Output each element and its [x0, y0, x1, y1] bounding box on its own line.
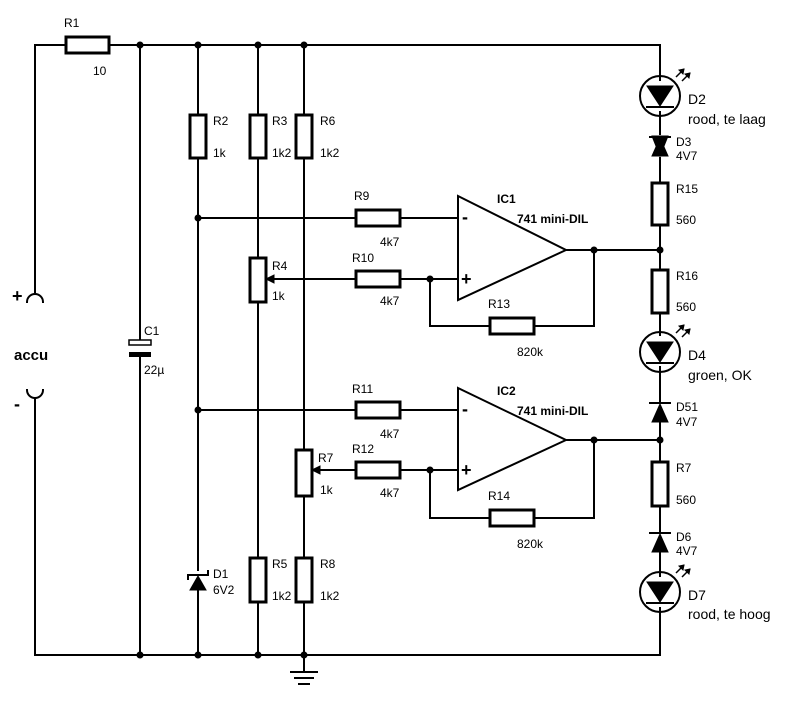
- resistor-r3: R3 1k2: [248, 113, 292, 160]
- d7-name: D7: [688, 587, 706, 603]
- r3-name: R3: [272, 114, 288, 128]
- r7-right-value: 560: [676, 493, 696, 507]
- c1-name: C1: [144, 324, 160, 338]
- d51-value: 4V7: [676, 415, 698, 429]
- resistor-r11: R11 4k7: [352, 382, 402, 441]
- led-d2: D2 rood, te laag: [639, 68, 766, 127]
- r1-value: 10: [93, 64, 107, 78]
- resistor-r12: R12 4k7: [352, 442, 402, 500]
- r2-value: 1k: [213, 146, 227, 160]
- ic2-type: 741 mini-DIL: [517, 404, 588, 418]
- d7-desc: rood, te hoog: [688, 606, 771, 622]
- ic2-minus: -: [462, 399, 468, 419]
- r13-name: R13: [488, 297, 510, 311]
- d2-name: D2: [688, 91, 706, 107]
- battery-label: accu: [14, 347, 48, 364]
- resistor-r6: R6 1k2: [294, 113, 340, 160]
- resistor-r16: R16 560: [650, 268, 698, 315]
- d6-name: D6: [676, 530, 692, 544]
- d4-desc: groen, OK: [688, 367, 752, 383]
- battery-minus-sign: -: [14, 394, 20, 414]
- r7-right-name: R7: [676, 461, 692, 475]
- r10-value: 4k7: [380, 294, 400, 308]
- battery-plus-sign: +: [12, 286, 23, 306]
- r7-pot-name: R7: [318, 451, 334, 465]
- c1-value: 22µ: [144, 363, 164, 377]
- r2-name: R2: [213, 114, 229, 128]
- resistor-r1: R1 10: [64, 16, 111, 78]
- zener-d3: D3 4V7: [649, 135, 698, 163]
- r8-name: R8: [320, 557, 336, 571]
- r4-name: R4: [272, 259, 288, 273]
- resistor-r7-right: R7 560: [650, 460, 696, 508]
- ground-symbol: [290, 671, 318, 685]
- r1-name: R1: [64, 16, 80, 30]
- resistor-r9: R9 4k7: [354, 189, 402, 249]
- r16-value: 560: [676, 300, 696, 314]
- r14-name: R14: [488, 489, 510, 503]
- r3-value: 1k2: [272, 146, 292, 160]
- d51-name: D51: [676, 400, 698, 414]
- r5-value: 1k2: [272, 589, 292, 603]
- r6-name: R6: [320, 114, 336, 128]
- r10-name: R10: [352, 251, 374, 265]
- battery-minus-terminal: [25, 388, 45, 399]
- d3-name: D3: [676, 135, 692, 149]
- r6-value: 1k2: [320, 146, 340, 160]
- battery: + - accu: [12, 286, 48, 414]
- d3-value: 4V7: [676, 149, 698, 163]
- resistor-r15: R15 560: [650, 181, 698, 227]
- zener-d51: D51 4V7: [649, 400, 698, 429]
- resistor-r14: R14 820k: [488, 489, 544, 551]
- r16-name: R16: [676, 269, 698, 283]
- potentiometer-r7: R7 1k: [294, 448, 334, 498]
- resistor-r13: R13 820k: [488, 297, 544, 359]
- ic2-name: IC2: [497, 384, 516, 398]
- ic1-plus: +: [461, 269, 472, 289]
- ic1-type: 741 mini-DIL: [517, 212, 588, 226]
- r4-value: 1k: [272, 289, 286, 303]
- opamp-ic2: - + IC2 741 mini-DIL: [457, 384, 588, 492]
- r7-pot-value: 1k: [320, 483, 334, 497]
- r5-name: R5: [272, 557, 288, 571]
- resistor-r8: R8 1k2: [294, 556, 340, 604]
- ic1-minus: -: [462, 207, 468, 227]
- d1-value: 6V2: [213, 583, 235, 597]
- r15-value: 560: [676, 213, 696, 227]
- r8-value: 1k2: [320, 589, 340, 603]
- wires: [34, 44, 661, 672]
- led-d7: D7 rood, te hoog: [639, 564, 771, 622]
- battery-plus-terminal: [25, 293, 45, 304]
- d1-name: D1: [213, 567, 229, 581]
- r11-value: 4k7: [380, 427, 400, 441]
- d2-desc: rood, te laag: [688, 111, 766, 127]
- ic1-name: IC1: [497, 192, 516, 206]
- resistor-r2: R2 1k: [188, 113, 229, 160]
- r15-name: R15: [676, 182, 698, 196]
- d4-name: D4: [688, 347, 706, 363]
- r11-name: R11: [352, 382, 373, 396]
- junctions: [136, 41, 664, 659]
- potentiometer-r4: R4 1k: [248, 256, 288, 304]
- r12-name: R12: [352, 442, 374, 456]
- ic2-plus: +: [461, 460, 472, 480]
- r14-value: 820k: [517, 537, 544, 551]
- r9-name: R9: [354, 189, 370, 203]
- resistor-r5: R5 1k2: [248, 556, 292, 604]
- resistor-r10: R10 4k7: [352, 251, 402, 308]
- d6-value: 4V7: [676, 544, 698, 558]
- zener-d6: D6 4V7: [649, 530, 698, 558]
- zener-d1: D1 6V2: [187, 567, 235, 597]
- opamp-ic1: - + IC1 741 mini-DIL: [457, 192, 588, 302]
- r9-value: 4k7: [380, 235, 400, 249]
- led-d4: D4 groen, OK: [639, 324, 752, 383]
- r13-value: 820k: [517, 345, 544, 359]
- capacitor-c1: C1 22µ: [128, 324, 164, 377]
- r12-value: 4k7: [380, 486, 400, 500]
